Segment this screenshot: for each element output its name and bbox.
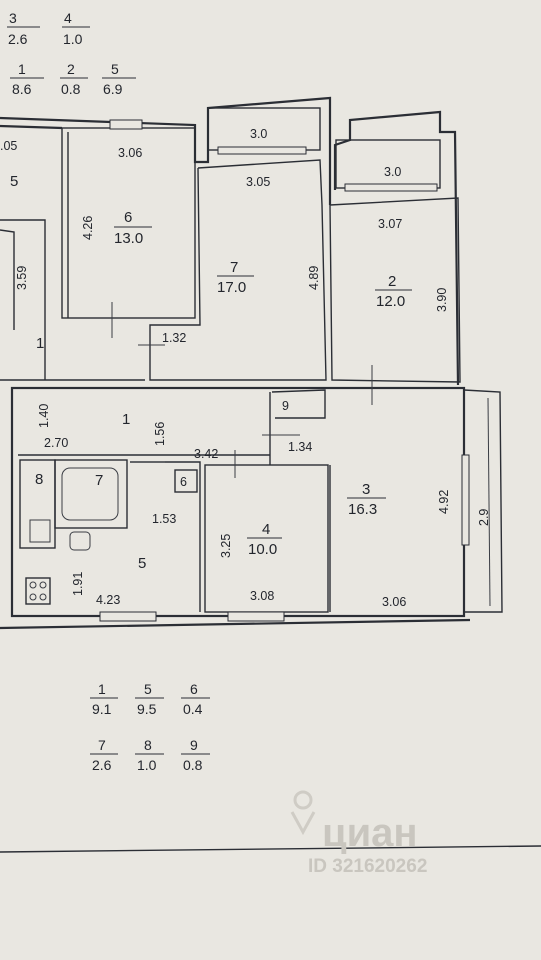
dimensions: .05 3.06 4.26 3.59 1.32 3.0 3.05 4.89 3.… — [0, 127, 491, 609]
legend-room: 5 — [144, 681, 152, 697]
legend-area: 1.0 — [63, 31, 83, 47]
room-4-number: 4 — [262, 521, 270, 538]
dim-label: 3.0 — [250, 127, 267, 141]
dim-label: 3.59 — [15, 266, 29, 290]
dim-label: 1.53 — [152, 512, 176, 526]
legend-room: 6 — [190, 681, 198, 697]
room-4-area: 10.0 — [248, 541, 277, 558]
dim-label: 4.89 — [307, 266, 321, 290]
legend-area: 2.6 — [92, 757, 112, 773]
room-7-number: 7 — [230, 259, 238, 276]
legend-room: 9 — [190, 737, 198, 753]
cian-logo-icon — [290, 790, 316, 836]
legend-room: 1 — [18, 61, 26, 77]
dim-label: 1.34 — [288, 440, 312, 454]
dim-label: 3.08 — [250, 589, 274, 603]
dim-label: 4.92 — [437, 490, 451, 514]
page-border-line — [0, 845, 541, 853]
legend-room: 3 — [9, 10, 17, 26]
legend-area: 8.6 — [12, 81, 32, 97]
room-1-left-number: 1 — [36, 335, 44, 352]
kitchen-5-number: 5 — [138, 555, 146, 572]
room-3-number: 3 — [362, 481, 370, 498]
legend-area: 0.8 — [61, 81, 81, 97]
dim-label: 3.06 — [382, 595, 406, 609]
room-labels: 6 13.0 7 17.0 2 12.0 3 16.3 4 10.0 5 1 1… — [10, 173, 412, 572]
room-2-number: 2 — [388, 273, 396, 290]
dim-label: 4.26 — [81, 216, 95, 240]
legend-top: 3 2.6 4 1.0 1 8.6 2 0.8 5 6.9 — [7, 10, 136, 97]
dim-label: 1.32 — [162, 331, 186, 345]
corridor-1-number: 1 — [122, 411, 130, 428]
dim-label: 3.90 — [435, 288, 449, 312]
dim-label: 4.23 — [96, 593, 120, 607]
legend-room: 4 — [64, 10, 72, 26]
legend-area: 9.1 — [92, 701, 112, 717]
closet-9-number: 9 — [282, 399, 289, 413]
room-6-area: 13.0 — [114, 230, 143, 247]
room-7-area: 17.0 — [217, 279, 246, 296]
walls — [0, 96, 503, 630]
legend-bottom: 1 9.1 5 9.5 6 0.4 7 2.6 8 1.0 9 0.8 — [90, 681, 210, 773]
legend-room: 2 — [67, 61, 75, 77]
legend-area: 1.0 — [137, 757, 157, 773]
legend-room: 1 — [98, 681, 106, 697]
dim-label: 3.07 — [378, 217, 402, 231]
legend-area: 6.9 — [103, 81, 123, 97]
dim-label: 2.70 — [44, 436, 68, 450]
dim-label: 1.91 — [71, 572, 85, 596]
bath-7-number: 7 — [95, 472, 103, 489]
room-6-number: 6 — [124, 209, 132, 226]
legend-area: 9.5 — [137, 701, 157, 717]
legend-area: 0.4 — [183, 701, 203, 717]
closet-6-number: 6 — [180, 475, 187, 489]
dim-label: 1.40 — [37, 404, 51, 428]
dim-label: 3.06 — [118, 146, 142, 160]
room-5-left-number: 5 — [10, 173, 18, 190]
watermark-brand: циан — [322, 811, 418, 855]
dim-label: 3.0 — [384, 165, 401, 179]
dim-label: 2.9 — [477, 509, 491, 526]
legend-area: 0.8 — [183, 757, 203, 773]
legend-room: 7 — [98, 737, 106, 753]
watermark: циан ID 321620262 — [290, 790, 427, 877]
room-2-area: 12.0 — [376, 293, 405, 310]
wc-8-number: 8 — [35, 471, 43, 488]
legend-room: 8 — [144, 737, 152, 753]
dim-label: 3.42 — [194, 447, 218, 461]
room-3-area: 16.3 — [348, 501, 377, 518]
legend-room: 5 — [111, 61, 119, 77]
dim-label: 3.25 — [219, 534, 233, 558]
watermark-id: ID 321620262 — [308, 856, 427, 877]
dim-label: 3.05 — [246, 175, 270, 189]
dim-label: 1.56 — [153, 422, 167, 446]
legend-area: 2.6 — [8, 31, 28, 47]
dim-label: .05 — [0, 139, 17, 153]
